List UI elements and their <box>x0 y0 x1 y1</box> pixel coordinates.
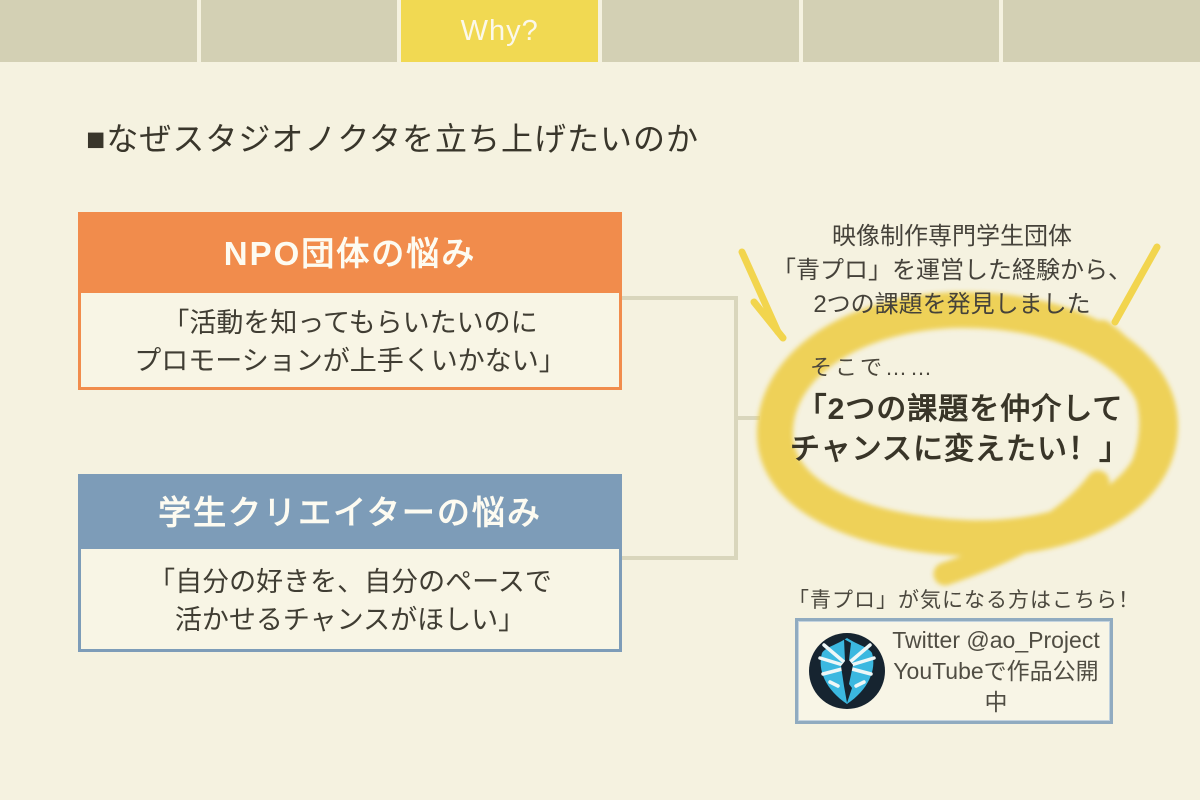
card-student-problem: 学生クリエイターの悩み 「自分の好きを、自分のペースで 活かせるチャンスがほしい… <box>78 474 622 652</box>
experience-note-line1: 映像制作専門学生団体 <box>832 223 1072 250</box>
card-student-body-line2: 活かせるチャンスがほしい」 <box>174 605 526 635</box>
conclusion-intro: そこで…… <box>810 355 936 380</box>
card-student-body-line1: 「自分の好きを、自分のペースで <box>148 567 552 597</box>
tab-6[interactable] <box>1003 0 1200 62</box>
card-npo-body-line2: プロモーションが上手くいかない」 <box>134 346 566 376</box>
tab-2[interactable] <box>200 0 398 62</box>
card-npo-body: 「活動を知ってもらいたいのに プロモーションが上手くいかない」 <box>78 290 622 390</box>
tab-5[interactable] <box>802 0 1000 62</box>
tab-why-label: Why? <box>460 14 539 47</box>
promo-caption: 「青プロ」が気になる方はこちら！ <box>788 589 1140 612</box>
connector-line-stub <box>734 416 760 420</box>
experience-note-line3: 2つの課題を発見しました <box>813 291 1091 318</box>
tab-1[interactable] <box>0 0 197 62</box>
connector-line-vertical <box>734 296 738 560</box>
promo-twitter-line: Twitter @ao_Project <box>892 626 1100 653</box>
card-npo-problem: NPO団体の悩み 「活動を知ってもらいたいのに プロモーションが上手くいかない」 <box>78 212 622 390</box>
connector-line-top <box>618 296 738 300</box>
card-npo-body-line1: 「活動を知ってもらいたいのに <box>162 308 538 338</box>
conclusion-line2: チャンスに変えたい！」 <box>789 433 1131 466</box>
conclusion-block: そこで…… 「2つの課題を仲介して チャンスに変えたい！」 <box>778 350 1142 470</box>
experience-note-line2: 「青プロ」を運営した経験から、 <box>772 257 1132 284</box>
conclusion-line1: 「2つの課題を仲介して <box>796 393 1124 426</box>
slide-tab-bar: Why? <box>0 0 1200 62</box>
card-student-header: 学生クリエイターの悩み <box>78 474 622 546</box>
tab-4[interactable] <box>602 0 799 62</box>
tab-why-active[interactable]: Why? <box>401 0 599 62</box>
experience-note: 映像制作専門学生団体 「青プロ」を運営した経験から、 2つの課題を発見しました <box>732 220 1172 322</box>
promo-link-box[interactable]: Twitter @ao_Project YouTubeで作品公開中 <box>795 618 1113 724</box>
ao-project-logo-icon <box>809 633 885 709</box>
card-npo-header: NPO団体の悩み <box>78 212 622 290</box>
card-student-body: 「自分の好きを、自分のペースで 活かせるチャンスがほしい」 <box>78 546 622 652</box>
connector-line-bottom <box>618 556 738 560</box>
promo-youtube-line: YouTubeで作品公開中 <box>893 657 1099 715</box>
page-title: ■なぜスタジオノクタを立ち上げたいのか <box>86 121 700 157</box>
promo-text: Twitter @ao_Project YouTubeで作品公開中 <box>886 625 1110 718</box>
